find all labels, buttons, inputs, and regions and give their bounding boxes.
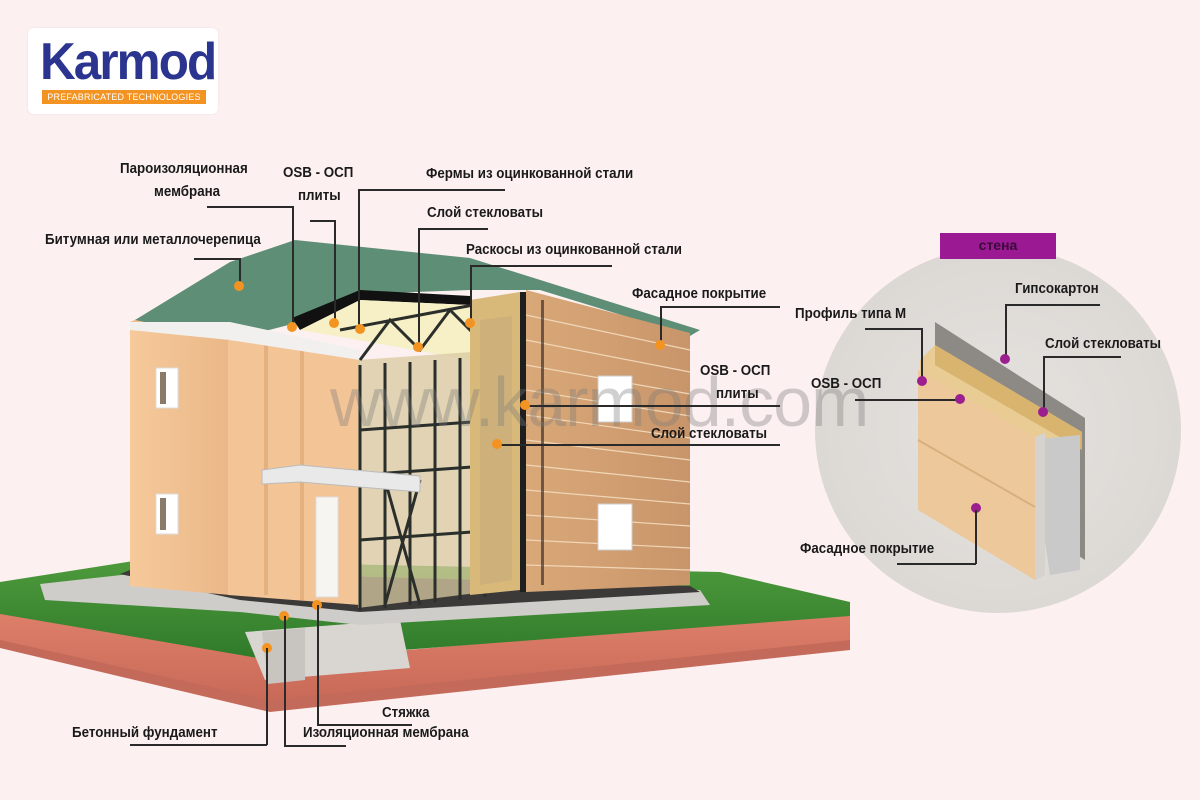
label-vapor-membrane-2: мембрана xyxy=(154,184,221,200)
label-osb-wall-1: OSB - ОСП xyxy=(700,363,771,379)
right-wing xyxy=(525,290,691,592)
label-glass-wool-wall: Слой стекловаты xyxy=(651,426,768,442)
label-glass-wool-roof: Слой стекловаты xyxy=(427,205,544,221)
marker-glass-wool-wall xyxy=(492,439,502,449)
marker-glass-wool-detail xyxy=(1038,407,1048,417)
watermark: www.karmod.com xyxy=(330,363,869,441)
wall-detail-title: стена xyxy=(940,233,1056,259)
label-concrete-foundation: Бетонный фундамент xyxy=(72,725,218,741)
label-osb-wall-2: плиты xyxy=(716,386,759,402)
label-insulation-membrane: Изоляционная мембрана xyxy=(303,725,469,741)
marker-vapor-membrane xyxy=(287,322,297,332)
label-m-profile: Профиль типа М xyxy=(795,306,907,322)
label-facade-detail: Фасадное покрытие xyxy=(800,541,935,557)
label-glass-wool-detail: Слой стекловаты xyxy=(1045,336,1162,352)
marker-osb-wall xyxy=(520,400,530,410)
label-screed: Стяжка xyxy=(382,705,430,721)
label-facade: Фасадное покрытие xyxy=(632,286,767,302)
wall-detail-circle xyxy=(815,247,1181,613)
marker-m-profile xyxy=(917,376,927,386)
logo-brand: Karmod xyxy=(40,33,217,91)
marker-osb-roof xyxy=(329,318,339,328)
label-vapor-membrane-1: Пароизоляционная xyxy=(120,161,248,177)
label-osb-roof-1: OSB - ОСП xyxy=(283,165,354,181)
label-osb-detail: OSB - ОСП xyxy=(811,376,882,392)
label-roof-tiles: Битумная или металлочерепица xyxy=(45,232,261,248)
marker-gypsum-board xyxy=(1000,354,1010,364)
logo-tagline: PREFABRICATED TECHNOLOGIES xyxy=(42,90,206,104)
marker-osb-detail xyxy=(955,394,965,404)
label-steel-trusses: Фермы из оцинкованной стали xyxy=(426,166,634,182)
label-osb-roof-2: плиты xyxy=(298,188,341,204)
balcony xyxy=(261,464,421,493)
marker-facade-detail xyxy=(971,503,981,513)
marker-steel-braces xyxy=(465,318,475,328)
label-gypsum-board: Гипсокартон xyxy=(1015,281,1099,297)
label-steel-braces: Раскосы из оцинкованной стали xyxy=(466,242,683,258)
marker-roof-tiles xyxy=(234,281,244,291)
marker-facade xyxy=(655,340,665,350)
marker-glass-wool-roof xyxy=(413,342,423,352)
karmod-logo: Karmod PREFABRICATED TECHNOLOGIES xyxy=(28,28,218,114)
marker-steel-trusses xyxy=(355,324,365,334)
